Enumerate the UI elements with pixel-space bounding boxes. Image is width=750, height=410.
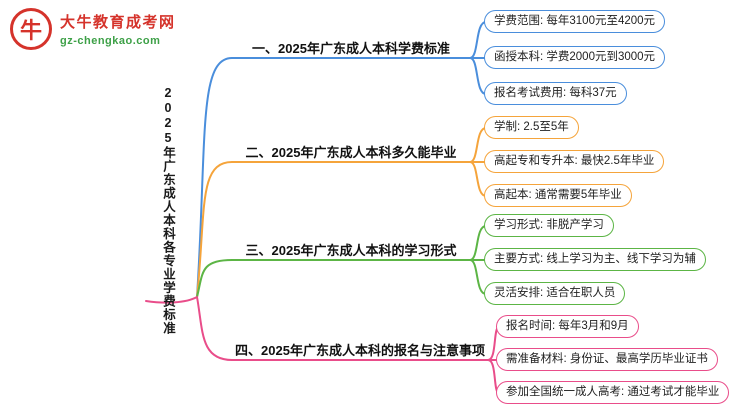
child-node: 函授本科: 学费2000元到3000元: [484, 46, 666, 69]
branch-label-1: 一、2025年广东成人本科学费标准: [252, 41, 450, 56]
branch2-connectors: [196, 127, 487, 298]
child-node: 学制: 2.5至5年: [484, 116, 579, 139]
child-node: 高起本: 通常需要5年毕业: [484, 184, 632, 207]
child-node: 报名时间: 每年3月和9月: [496, 315, 639, 338]
branch3-connectors: [196, 225, 487, 298]
branch-label-2: 二、2025年广东成人本科多久能毕业: [245, 145, 457, 160]
root-underline: [145, 296, 198, 304]
bull-glyph: 牛: [19, 18, 42, 43]
branch-label-3: 三、2025年广东成人本科的学习形式: [245, 243, 457, 258]
branch1-connectors: [196, 21, 487, 298]
child-node: 主要方式: 线上学习为主、线下学习为辅: [484, 248, 706, 271]
bull-logo-icon: 牛: [10, 8, 52, 50]
child-node: 学习形式: 非脱产学习: [484, 214, 614, 237]
branch-label-4: 四、2025年广东成人本科的报名与注意事项: [235, 343, 485, 358]
child-node: 高起专和专升本: 最快2.5年毕业: [484, 150, 665, 173]
root-node: 2025年广东成人本科各专业学费标准: [161, 86, 175, 335]
site-logo: 牛 大牛教育成考网 gz-chengkao.com: [10, 8, 176, 50]
child-node: 参加全国统一成人高考: 通过考试才能毕业: [496, 381, 730, 404]
child-node: 灵活安排: 适合在职人员: [484, 282, 626, 305]
child-node: 需准备材料: 身份证、最高学历毕业证书: [496, 348, 718, 371]
child-node: 学费范围: 每年3100元至4200元: [484, 10, 666, 33]
logo-domain: gz-chengkao.com: [60, 35, 161, 47]
child-node: 报名考试费用: 每科37元: [484, 82, 627, 105]
logo-text: 大牛教育成考网 gz-chengkao.com: [60, 11, 176, 47]
branch4-connectors: [196, 296, 500, 394]
logo-title: 大牛教育成考网: [60, 14, 176, 31]
